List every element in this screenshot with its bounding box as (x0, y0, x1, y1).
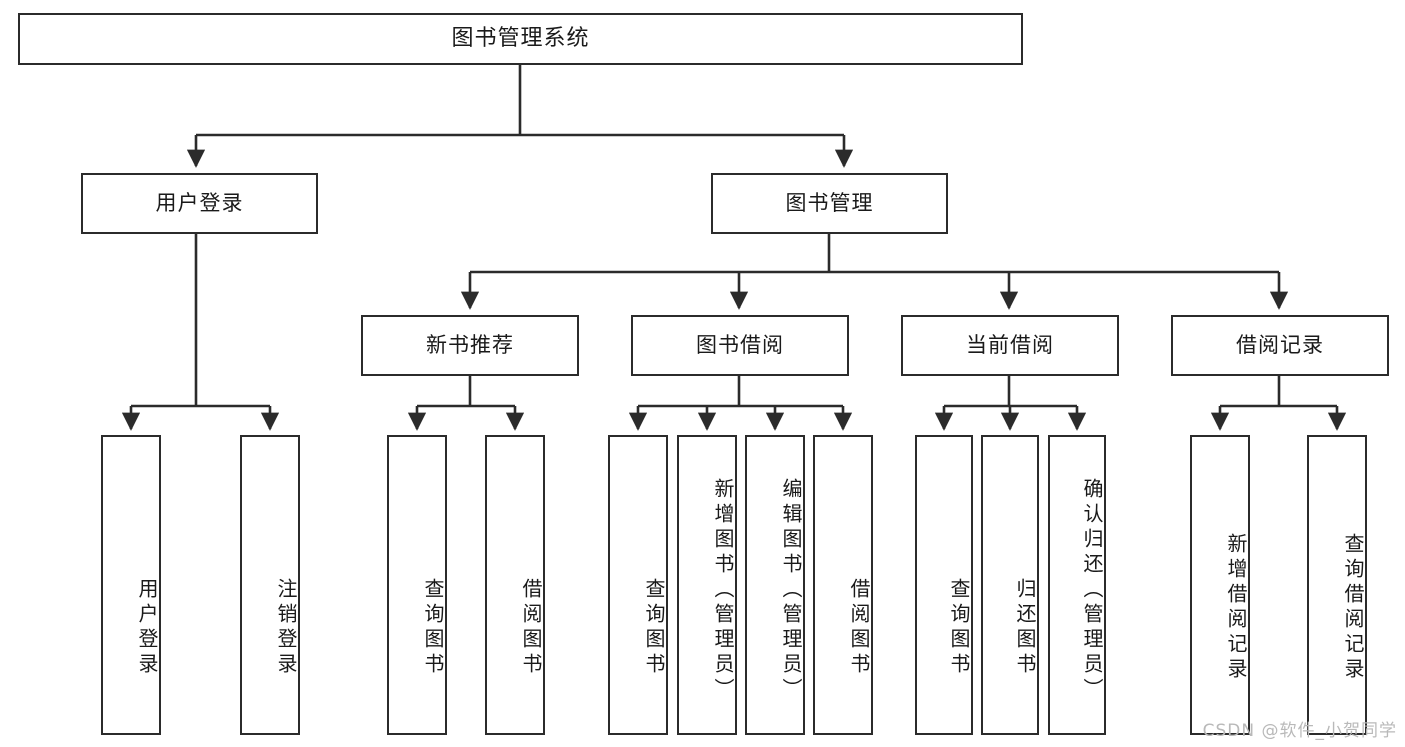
node-label: 查询图书 (421, 578, 445, 678)
leaf-borrow-record-0[interactable]: 新增借阅记录 (1190, 435, 1250, 735)
leaf-user-login-1[interactable]: 注销登录 (240, 435, 300, 735)
node-current-borrow[interactable]: 当前借阅 (901, 315, 1119, 376)
node-label: 新增图书（管理员） (711, 477, 735, 703)
node-new-book-recommend[interactable]: 新书推荐 (361, 315, 579, 376)
leaf-current-borrow-1[interactable]: 归还图书 (981, 435, 1039, 735)
node-root-book-management-system[interactable]: 图书管理系统 (18, 13, 1023, 65)
node-label: 确认归还（管理员） (1080, 477, 1104, 703)
leaf-book-borrow-0[interactable]: 查询图书 (608, 435, 668, 735)
node-label: 用户登录 (155, 190, 244, 215)
leaf-current-borrow-0[interactable]: 查询图书 (915, 435, 973, 735)
node-label: 新书推荐 (426, 332, 514, 357)
node-label: 注销登录 (274, 578, 298, 678)
node-label: 借阅图书 (847, 578, 871, 678)
node-book-borrow[interactable]: 图书借阅 (631, 315, 849, 376)
node-label: 新增借阅记录 (1224, 533, 1248, 683)
leaf-book-borrow-1[interactable]: 新增图书（管理员） (677, 435, 737, 735)
node-label: 查询图书 (642, 578, 666, 678)
node-label: 查询借阅记录 (1341, 533, 1365, 683)
node-label: 图书借阅 (696, 332, 784, 357)
leaf-user-login-0[interactable]: 用户登录 (101, 435, 161, 735)
node-label: 图书管理系统 (451, 25, 590, 51)
node-book-management[interactable]: 图书管理 (711, 173, 948, 234)
node-label: 查询图书 (947, 578, 971, 678)
node-borrow-record[interactable]: 借阅记录 (1171, 315, 1389, 376)
node-label: 图书管理 (785, 190, 874, 215)
node-label: 归还图书 (1013, 578, 1037, 678)
node-label: 编辑图书（管理员） (779, 477, 803, 703)
node-label: 当前借阅 (966, 332, 1054, 357)
node-label: 用户登录 (135, 578, 159, 678)
leaf-book-borrow-3[interactable]: 借阅图书 (813, 435, 873, 735)
leaf-new-book-1[interactable]: 借阅图书 (485, 435, 545, 735)
leaf-current-borrow-2[interactable]: 确认归还（管理员） (1048, 435, 1106, 735)
node-label: 借阅图书 (519, 578, 543, 678)
leaf-borrow-record-1[interactable]: 查询借阅记录 (1307, 435, 1367, 735)
leaf-new-book-0[interactable]: 查询图书 (387, 435, 447, 735)
node-label: 借阅记录 (1236, 332, 1324, 357)
node-user-login[interactable]: 用户登录 (81, 173, 318, 234)
leaf-book-borrow-2[interactable]: 编辑图书（管理员） (745, 435, 805, 735)
